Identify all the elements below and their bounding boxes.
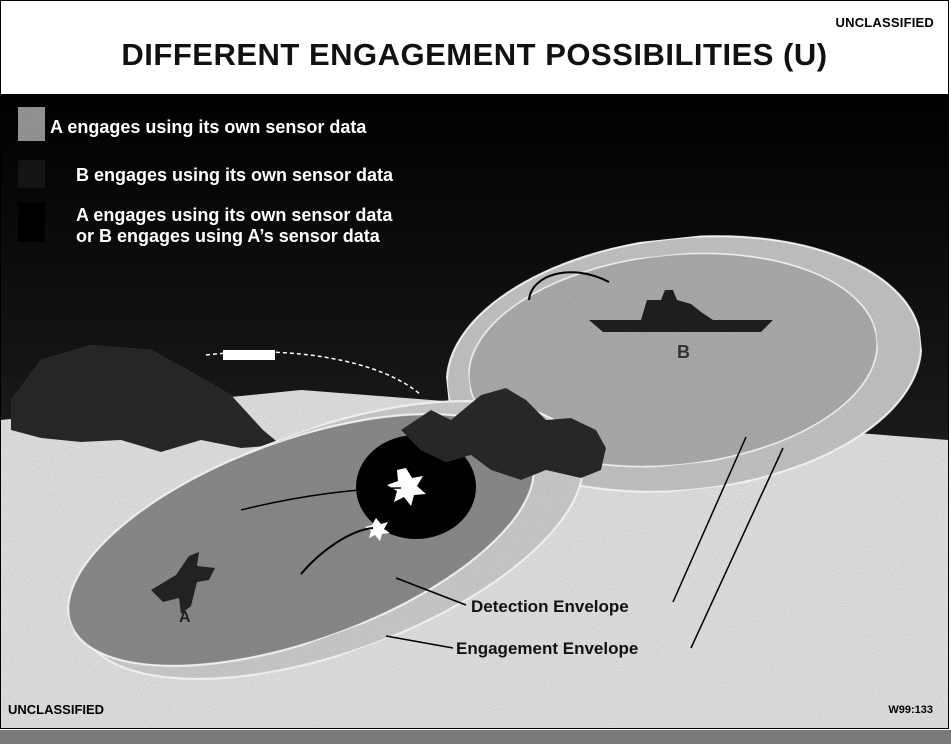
header: UNCLASSIFIED DIFFERENT ENGAGEMENT POSSIB…	[1, 1, 948, 94]
aircraft-a-letter: A	[179, 609, 191, 626]
slide-code: W99:133	[888, 704, 933, 716]
engagement-pointer-b	[690, 447, 784, 649]
b-track-arc	[528, 271, 610, 301]
a-track-line	[240, 487, 402, 511]
legend-swatch-a	[18, 107, 45, 141]
classification-top: UNCLASSIFIED	[835, 15, 934, 30]
legend-item-b: B engages using its own sensor data	[76, 165, 394, 185]
legend-item-overlap: A engages using its own sensor data or B…	[76, 205, 393, 246]
slide-border	[0, 0, 949, 729]
left-landmass	[11, 345, 281, 452]
engagement-pointer	[385, 635, 454, 649]
engagement-envelope-label: Engagement Envelope	[456, 639, 638, 658]
detection-pointer	[395, 577, 467, 606]
burst-icon-small	[365, 518, 390, 541]
legend-swatch-overlap	[18, 202, 45, 242]
detection-pointer-b	[672, 436, 747, 603]
burst-icon-large	[387, 468, 426, 506]
engagement-diagram: B A Detection Envelope Engagement Envelo…	[1, 94, 948, 729]
aircraft-a	[151, 552, 215, 614]
bottom-strip	[0, 730, 951, 744]
classification-bottom: UNCLASSIFIED	[8, 702, 105, 717]
central-island	[401, 388, 606, 480]
b-detection-envelope	[468, 252, 878, 468]
ship-b-letter: B	[677, 342, 690, 362]
legend-swatch-b	[18, 160, 45, 188]
a-missile-path	[300, 527, 374, 575]
legend-item-a: A engages using its own sensor data	[50, 117, 367, 137]
aircraft-distant	[223, 350, 275, 360]
detection-envelope-label: Detection Envelope	[471, 597, 629, 616]
page-title: DIFFERENT ENGAGEMENT POSSIBILITIES (U)	[121, 37, 828, 72]
ship-b	[589, 290, 773, 332]
